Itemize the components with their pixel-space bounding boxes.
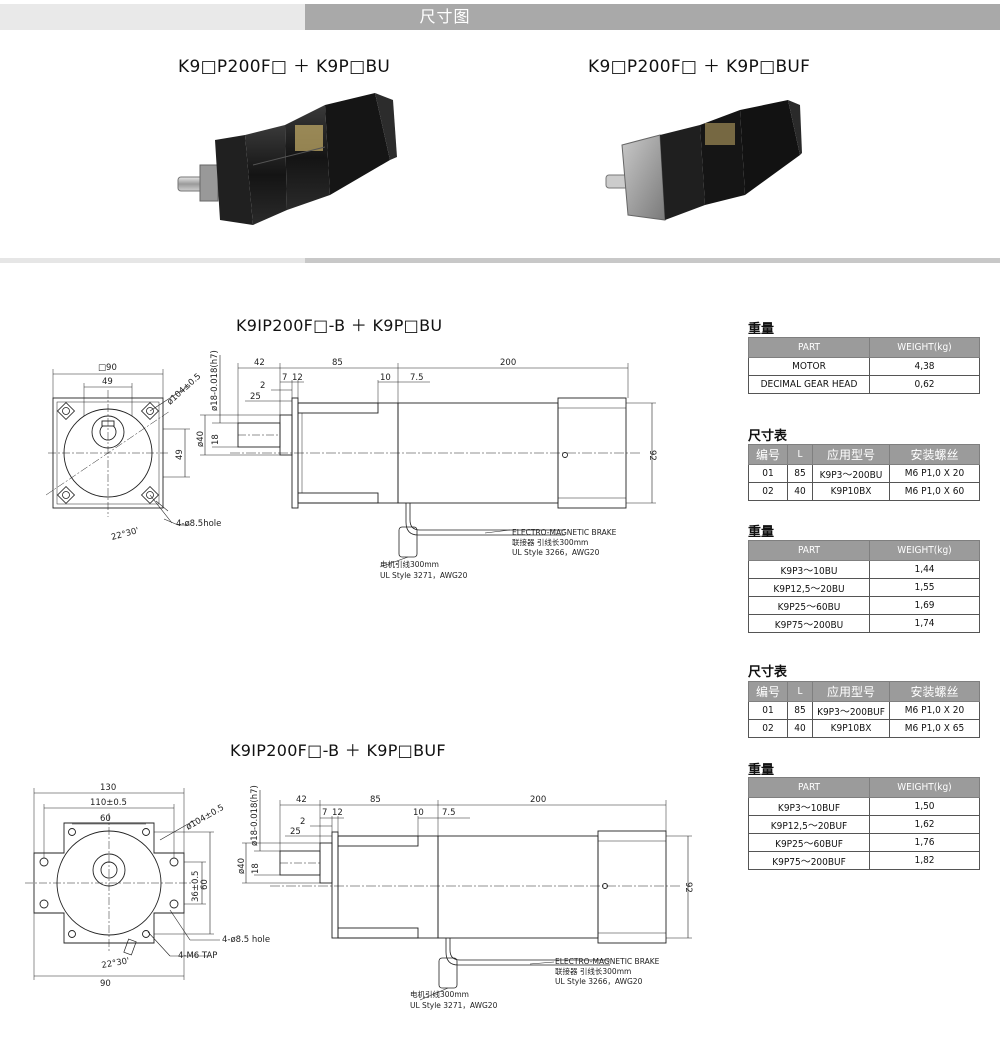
- header-banner: 尺寸图: [0, 4, 1000, 30]
- note-brake-3: UL Style 3266，AWG20: [555, 977, 643, 986]
- dim-tap: 4-M6 TAP: [178, 951, 217, 961]
- section-separator: [0, 258, 1000, 263]
- dim-92: 92: [683, 882, 693, 893]
- drawing-2-title: K9IP200F□-B ＋ K9P□BUF: [230, 741, 446, 760]
- dim-shaft: ø18-0.018(h7): [210, 350, 220, 411]
- note-motor-2: UL Style 3271，AWG20: [380, 571, 468, 580]
- dim-shaft: ø18-0.018(h7): [250, 785, 260, 846]
- note-brake-2: 联接器 引线长300mm: [555, 966, 631, 976]
- dim-200: 200: [530, 795, 546, 805]
- dim-d104: ø104±0.5: [165, 372, 203, 408]
- dim-12: 12: [292, 373, 303, 383]
- dim-7: 7: [282, 373, 287, 383]
- note-motor-2: UL Style 3271，AWG20: [410, 1001, 498, 1010]
- dim-d40: ø40: [196, 431, 206, 447]
- dim-85: 85: [332, 358, 343, 368]
- dim-7-5: 7.5: [410, 373, 424, 383]
- dim-d104: ø104±0.5: [185, 803, 226, 833]
- drawing-1-title: K9IP200F□-B ＋ K9P□BU: [236, 316, 443, 335]
- dim-42: 42: [296, 795, 307, 805]
- note-brake-3: UL Style 3266，AWG20: [512, 548, 600, 557]
- product-title-1: K9□P200F□ ＋ K9P□BU: [178, 57, 391, 77]
- dim-10: 10: [380, 373, 391, 383]
- dim-angle: 22°30': [110, 526, 140, 543]
- note-brake-2: 联接器 引线长300mm: [512, 537, 588, 547]
- dim-60-vertical: 60: [200, 879, 210, 890]
- size-table-2-title: 尺寸表: [748, 665, 788, 680]
- dim-18: 18: [211, 434, 221, 445]
- dim-2: 2: [260, 381, 265, 391]
- dim-85: 85: [370, 795, 381, 805]
- banner-left-bar: [0, 4, 305, 30]
- dim-110: 110±0.5: [90, 798, 127, 808]
- dim-200: 200: [500, 358, 516, 368]
- product-title-2: K9□P200F□ ＋ K9P□BUF: [588, 57, 811, 77]
- dim-49: 49: [102, 377, 113, 387]
- dim-49-vertical: 49: [175, 449, 185, 460]
- dim-42: 42: [254, 358, 265, 368]
- dim-square-90: □90: [98, 363, 117, 373]
- dim-60: 60: [100, 814, 111, 824]
- dim-25: 25: [290, 827, 301, 837]
- dim-d40: ø40: [237, 858, 247, 874]
- dim-angle: 22°30': [101, 956, 131, 971]
- weight-table-2-title: 重量: [748, 525, 775, 540]
- dim-2: 2: [300, 817, 305, 827]
- dim-92: 92: [647, 450, 657, 461]
- dim-hole: 4-ø8.5hole: [176, 519, 221, 529]
- banner-title: 尺寸图: [419, 7, 471, 26]
- dim-25: 25: [250, 392, 261, 402]
- note-brake-1: ELECTRO-MAGNETIC BRAKE: [555, 957, 660, 966]
- weight-table-3-title: 重量: [748, 763, 775, 778]
- drawing-2: 130 110±0.5 60 ø104±0.5 36±0.5 60 4-ø8.5…: [25, 783, 693, 1010]
- dim-18: 18: [251, 863, 261, 874]
- dim-7-5: 7.5: [442, 808, 456, 818]
- note-brake-1: ELECTRO-MAGNETIC BRAKE: [512, 528, 617, 537]
- drawing-1: □90 49 ø104±0.5 49 4-ø8.5hole 22°30' ø18…: [45, 350, 657, 580]
- note-motor-1: 电机引线300mm: [380, 559, 439, 569]
- motor-photo-2: [605, 100, 802, 221]
- size-table-1-title: 尺寸表: [748, 429, 788, 444]
- dim-7: 7: [322, 808, 327, 818]
- dim-90: 90: [100, 979, 111, 989]
- dim-hole: 4-ø8.5 hole: [222, 935, 270, 945]
- dim-36: 36±0.5: [191, 871, 201, 902]
- weight-table-1-title: 重量: [748, 322, 775, 337]
- dim-130: 130: [100, 783, 116, 793]
- note-motor-1: 电机引线300mm: [410, 989, 469, 999]
- dim-10: 10: [413, 808, 424, 818]
- motor-photo-1: [177, 93, 397, 225]
- dim-12: 12: [332, 808, 343, 818]
- banner-right-bar: [305, 4, 1000, 30]
